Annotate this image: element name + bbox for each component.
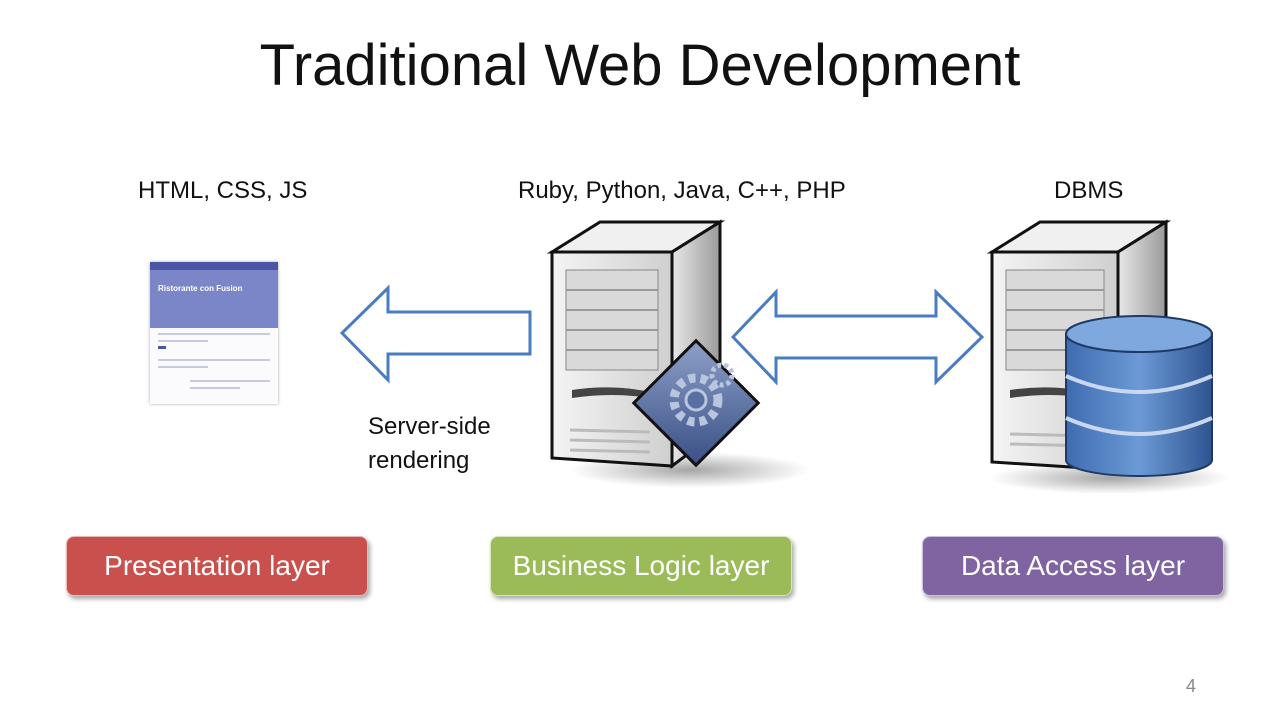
business-logic-layer-box: Business Logic layer <box>490 536 792 596</box>
data-access-layer-box: Data Access layer <box>922 536 1224 596</box>
presentation-tech-label: HTML, CSS, JS <box>138 177 308 204</box>
server-side-rendering-note: Server-side rendering <box>368 410 491 478</box>
presentation-layer-box: Presentation layer <box>66 536 368 596</box>
server-gear-icon <box>546 219 810 488</box>
business-tech-label: Ruby, Python, Java, C++, PHP <box>518 177 846 204</box>
database-server-icon <box>986 219 1230 494</box>
note-line-2: rendering <box>368 447 470 474</box>
page-number: 4 <box>1186 676 1197 696</box>
thumbnail-hero-text: Ristorante con Fusion <box>150 270 278 328</box>
note-line-1: Server-side <box>368 413 491 440</box>
webpage-thumbnail-icon: Ristorante con Fusion <box>150 262 278 404</box>
double-arrow-icon <box>730 288 985 386</box>
slide-title: Traditional Web Development <box>259 33 1021 98</box>
data-tech-label: DBMS <box>1054 177 1124 204</box>
left-arrow-icon <box>339 284 532 384</box>
